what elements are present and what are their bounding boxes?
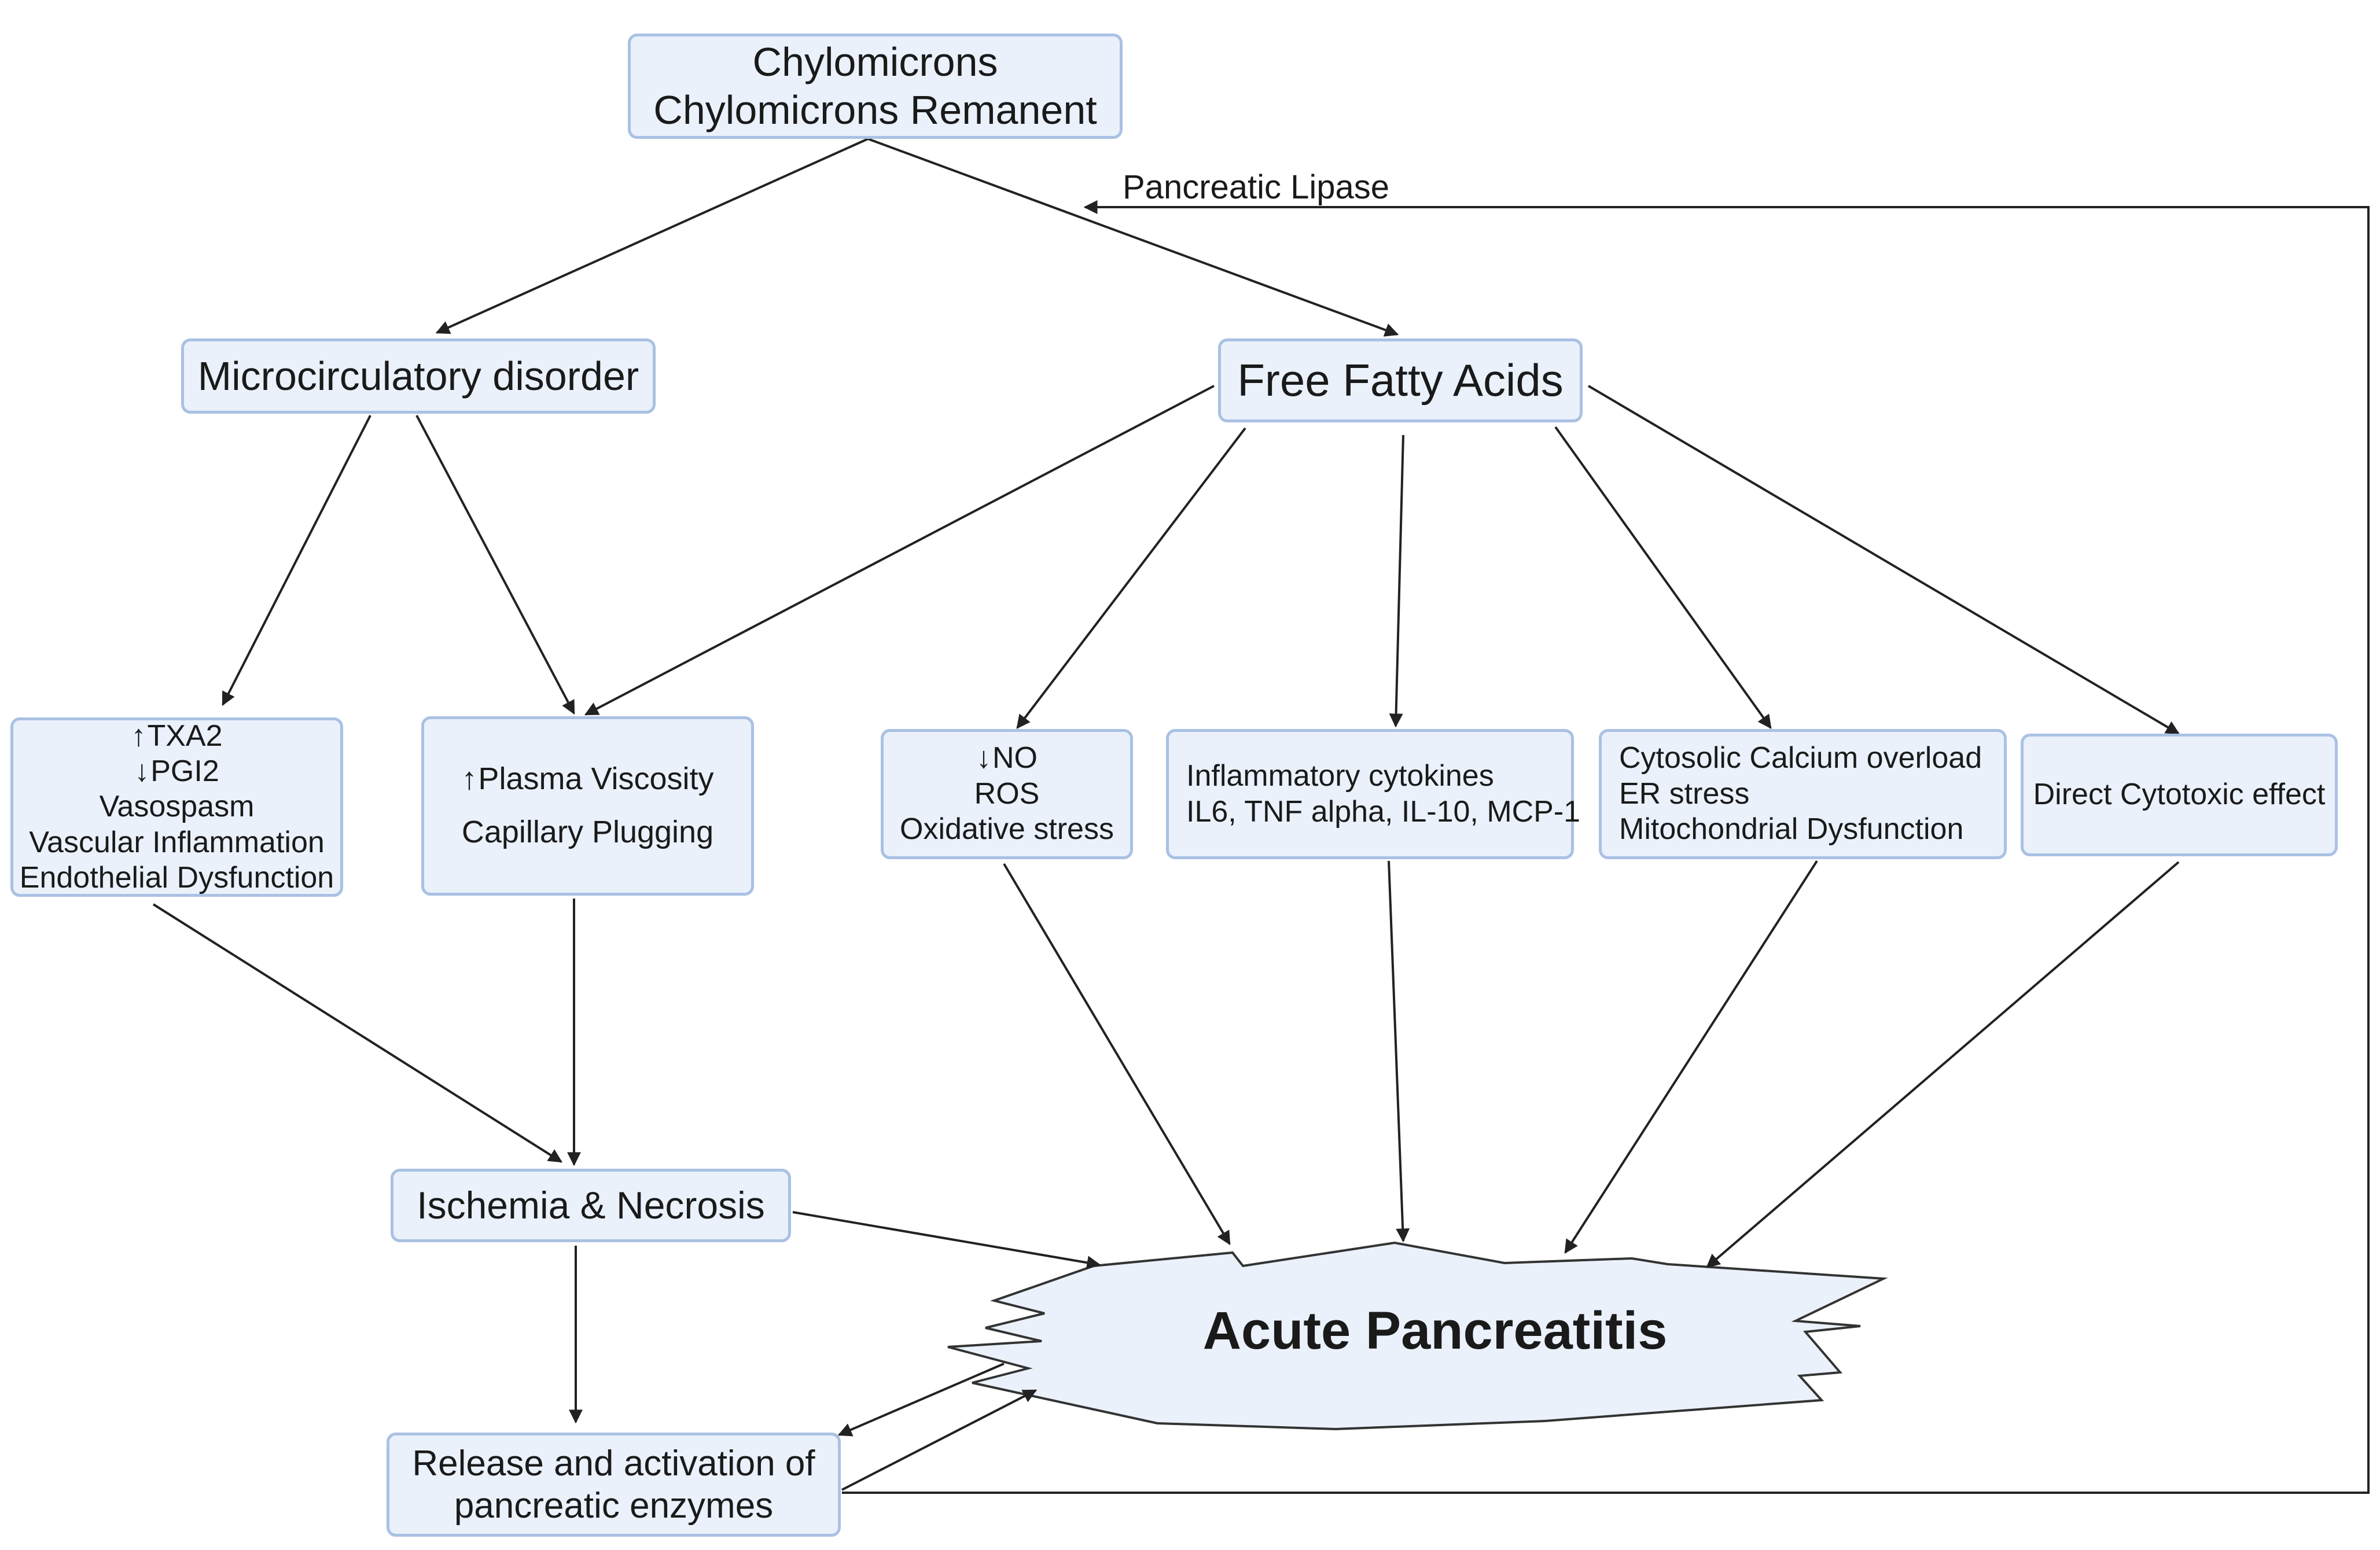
arrow-ffa-to-calcium: [1554, 426, 1772, 729]
node-direct-cytotoxic: Direct Cytotoxic effect: [2021, 734, 2338, 856]
pgi2-label: PGI2: [134, 754, 219, 789]
capillary-plugging-label: Capillary Plugging: [461, 815, 714, 849]
arrow-acute-to-enzymes: [837, 1363, 1005, 1437]
chylomicrons-remanent-label: Chylomicrons Remanent: [653, 87, 1097, 132]
arrow-micro-to-plasma: [415, 415, 575, 715]
enzyme-release-line2: pancreatic enzymes: [454, 1486, 774, 1526]
no-label: NO: [976, 741, 1038, 776]
vasospasm-label: Vasospasm: [99, 790, 255, 824]
node-vascular-effects: TXA2 PGI2 Vasospasm Vascular Inflammatio…: [10, 717, 343, 897]
arrow-ischemia-to-acute: [792, 1211, 1101, 1270]
arrow-chylo-to-ffa: [867, 138, 1399, 337]
cytokines-title: Inflammatory cytokines: [1186, 759, 1494, 793]
mitochondrial-dysfunction-label: Mitochondrial Dysfunction: [1619, 812, 1964, 846]
arrow-ffa-to-oxidative: [1016, 427, 1246, 729]
node-ischemia-necrosis: Ischemia & Necrosis: [391, 1169, 791, 1242]
microcirculatory-label: Microcirculatory disorder: [197, 353, 639, 399]
cytokines-list: IL6, TNF alpha, IL-10, MCP-1: [1186, 794, 1581, 829]
ros-label: ROS: [974, 776, 1040, 811]
oxidative-stress-label: Oxidative stress: [900, 812, 1114, 846]
enzyme-release-line1: Release and activation of: [412, 1443, 815, 1483]
plasma-viscosity-label: Plasma Viscosity: [461, 761, 713, 798]
vascular-inflammation-label: Vascular Inflammation: [29, 825, 325, 859]
arrow-chylo-to-microcirculatory: [435, 138, 869, 334]
arrow-ffa-to-cytotoxic: [1587, 385, 2180, 735]
ffa-label: Free Fatty Acids: [1237, 355, 1564, 406]
endothelial-dysfunction-label: Endothelial Dysfunction: [19, 861, 334, 895]
ischemia-necrosis-label: Ischemia & Necrosis: [417, 1183, 765, 1227]
node-enzyme-release: Release and activation of pancreatic enz…: [387, 1433, 841, 1537]
arrow-cytotoxic-to-acute: [1706, 861, 2180, 1268]
chylomicrons-label: Chylomicrons: [752, 39, 998, 85]
direct-cytotoxic-label: Direct Cytotoxic effect: [2033, 778, 2326, 812]
arrow-vascular-to-ischemia: [152, 903, 563, 1163]
node-microcirculatory-disorder: Microcirculatory disorder: [181, 338, 656, 414]
arrow-micro-to-vascular: [222, 415, 371, 706]
txa2-label: TXA2: [131, 719, 222, 754]
arrow-ffa-to-cytokines: [1389, 435, 1404, 728]
node-oxidative-stress: NO ROS Oxidative stress: [881, 729, 1133, 859]
arrow-calcium-to-acute: [1564, 860, 1818, 1254]
node-chylomicrons: Chylomicrons Chylomicrons Remanent: [628, 34, 1123, 139]
arrow-cytokines-to-acute: [1388, 860, 1410, 1243]
acute-pancreatitis-label: Acute Pancreatitis: [1202, 1301, 1668, 1360]
er-stress-label: ER stress: [1619, 776, 1750, 811]
arrow-oxidative-to-acute: [1003, 863, 1231, 1246]
arrow-lipase-feedback: [842, 200, 2370, 1494]
arrow-ffa-to-plasma: [584, 385, 1215, 716]
node-free-fatty-acids: Free Fatty Acids: [1218, 338, 1583, 422]
arrow-enzymes-to-acute: [841, 1389, 1038, 1491]
calcium-overload-label: Cytosolic Calcium overload: [1619, 741, 1982, 775]
acute-pancreatitis-burst: [947, 1241, 1888, 1431]
node-inflammatory-cytokines: Inflammatory cytokines IL6, TNF alpha, I…: [1166, 729, 1580, 859]
node-calcium-overload: Cytosolic Calcium overload ER stress Mit…: [1599, 729, 2007, 859]
pancreatic-lipase-label: Pancreatic Lipase: [1123, 168, 1390, 206]
node-plasma-viscosity: Plasma Viscosity Capillary Plugging: [421, 716, 754, 896]
